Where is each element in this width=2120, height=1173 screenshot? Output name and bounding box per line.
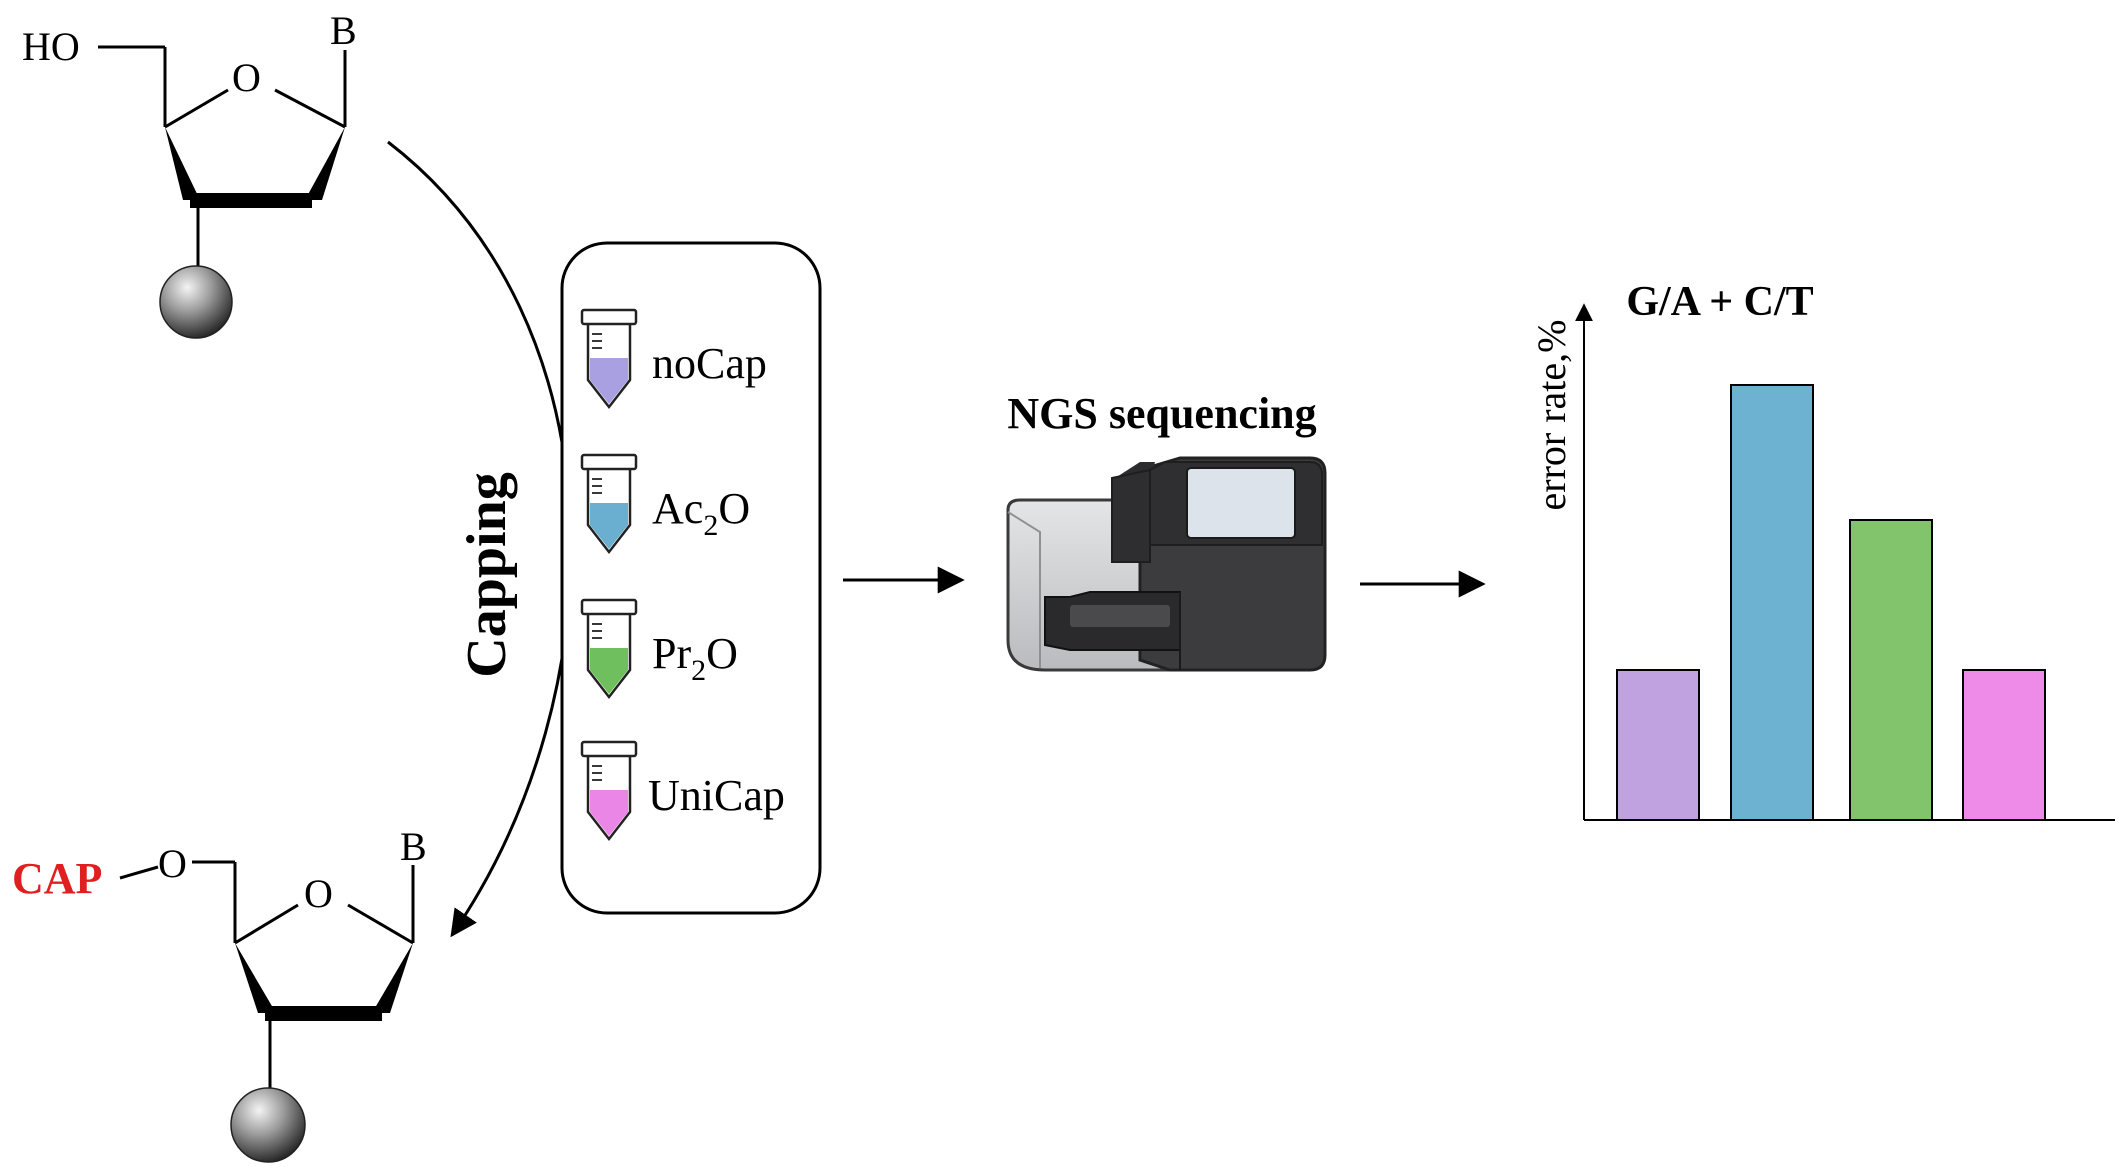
formula-subscript: 2: [703, 509, 718, 542]
sequencer-console-side: [1111, 468, 1151, 563]
bar-pr2o: [1849, 519, 1933, 821]
y-axis-label: error rate,%: [1529, 320, 1574, 511]
sequencer-title: NGS sequencing: [1007, 389, 1316, 438]
sequencer-screen: [1186, 467, 1296, 539]
tube-liquid: [590, 358, 628, 404]
tube-liquid: [590, 790, 628, 836]
wedge-left: [165, 127, 200, 200]
molecule-bottom: CAP O O B: [12, 824, 427, 1163]
tube-liquid: [590, 648, 628, 694]
tube-cap: [580, 453, 638, 471]
capping-label: Capping: [456, 472, 518, 677]
tube-label: noCap: [652, 339, 767, 388]
bar-unicap: [1962, 669, 2046, 821]
drawer-handle: [1070, 605, 1170, 627]
tube-item: UniCap: [580, 740, 785, 842]
bottom-ring-oxygen: O: [304, 871, 333, 916]
formula-subscript: 2: [691, 654, 706, 687]
tube-item: Ac2O: [580, 453, 750, 555]
tube-body: [586, 756, 632, 842]
bottom-base-label: B: [400, 824, 427, 869]
formula-main: Pr: [652, 629, 691, 678]
tube-cap: [580, 598, 638, 616]
top-base-label: B: [330, 8, 357, 53]
top-ring-oxygen: O: [232, 55, 261, 100]
wedge-right-bottom: [372, 943, 413, 1013]
solid-support-bead: [159, 265, 233, 339]
molecule-top: HO O B: [22, 8, 357, 339]
tube-liquid: [590, 503, 628, 549]
formula-main: Ac: [652, 484, 703, 533]
formula-end: O: [718, 484, 750, 533]
bar-ac2o: [1730, 384, 1814, 821]
bar-nocap: [1616, 669, 1700, 821]
tube-label: UniCap: [648, 771, 785, 820]
sequencer-body-edge: [1007, 511, 1041, 668]
solid-support-bead-bottom: [230, 1087, 306, 1163]
tube-item: Pr2O: [580, 598, 738, 700]
tube-body: [586, 469, 632, 555]
ho-label: HO: [22, 24, 80, 69]
tube-body: [586, 614, 632, 700]
ring-bond-c4-o-bottom: [234, 903, 299, 945]
bar-chart: G/A + C/T error rate,%: [1529, 279, 2115, 821]
cap-bond: [119, 865, 159, 880]
ring-bond-o-c1-bottom: [347, 903, 414, 945]
ring-bold-bond-bottom: [265, 1006, 382, 1021]
tube-label: Pr2O: [652, 629, 738, 687]
tube-cap: [580, 740, 638, 758]
formula-end: O: [706, 629, 738, 678]
tube-body: [586, 324, 632, 410]
ring-bond-c4-o: [164, 88, 229, 129]
tube-item: noCap: [580, 308, 767, 410]
bars: [1616, 384, 2046, 821]
tube-label: Ac2O: [652, 484, 750, 542]
ring-bold-bond: [190, 193, 312, 208]
wedge-left-bottom: [235, 943, 276, 1013]
tube-cap: [580, 308, 638, 326]
chart-title: G/A + C/T: [1626, 279, 1813, 325]
linker-oxygen: O: [158, 841, 187, 886]
wedge-right: [305, 127, 345, 200]
ngs-sequencer: [1006, 456, 1327, 672]
cap-label: CAP: [12, 854, 102, 903]
ring-bond-o-c1: [274, 88, 346, 129]
